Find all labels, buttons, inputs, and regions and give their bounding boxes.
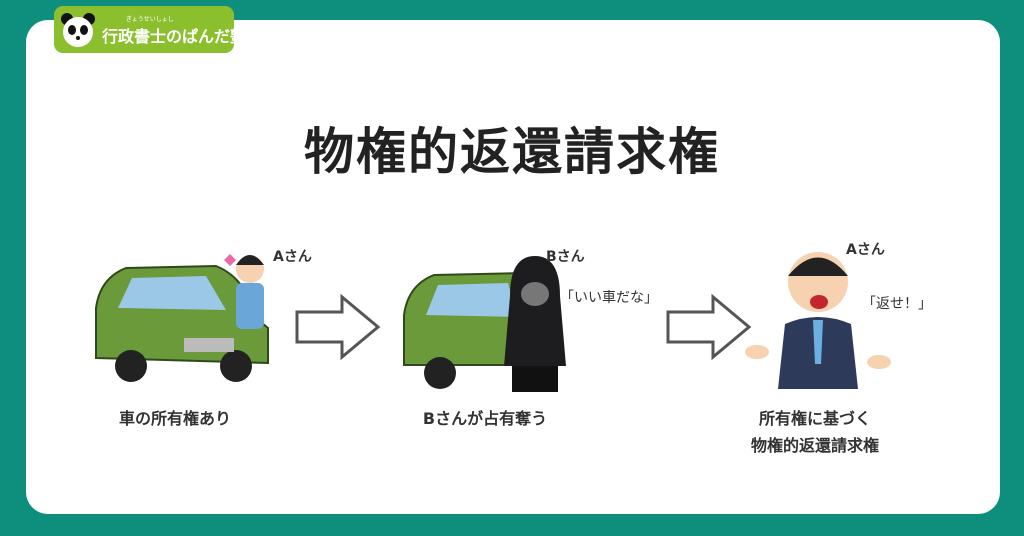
- person-b-label: Bさん: [546, 249, 585, 265]
- person-a-angry-illustration: [745, 252, 891, 389]
- step3-caption-line1: 所有権に基づく: [758, 409, 871, 428]
- arrow-right-icon: [295, 293, 381, 361]
- logo-name: 行政書士のぱんだ塾: [102, 27, 247, 46]
- logo[interactable]: ぎょうせいしょし 行政書士のぱんだ塾: [54, 6, 246, 53]
- panda-icon: [61, 13, 95, 47]
- logo-ruby: ぎょうせいしょし: [126, 16, 174, 23]
- step2-caption: Bさんが占有奪う: [422, 409, 548, 428]
- person-a-label: Aさん: [273, 249, 312, 265]
- step3-caption-line2: 物権的返還請求権: [750, 436, 879, 455]
- person-b-illustration: [504, 256, 566, 392]
- car-illustration: [403, 271, 540, 389]
- page-title: 物権的返還請求権: [304, 123, 720, 181]
- person-a-illustration: [224, 254, 264, 329]
- step1-caption: 車の所有権あり: [118, 409, 231, 428]
- car-illustration: [95, 264, 269, 382]
- person-a-label: Aさん: [846, 242, 885, 258]
- speech-quote-a: 「返せ！」: [862, 296, 932, 312]
- arrow-right-icon: [666, 293, 752, 361]
- speech-quote-b: 「いい車だな」: [560, 290, 658, 306]
